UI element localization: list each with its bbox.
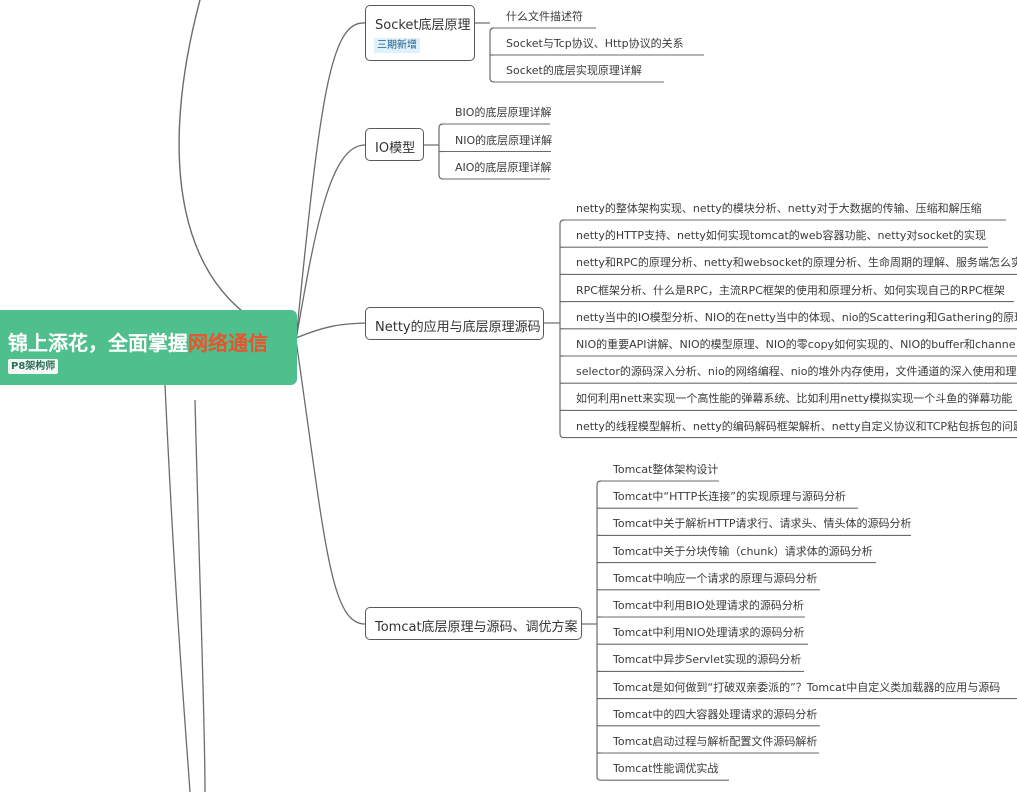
subtopic-item[interactable]: Socket与Tcp协议、Http协议的关系 bbox=[506, 37, 684, 50]
subtopic-item[interactable]: 如何利用nett来实现一个高性能的弹幕系统、比如利用netty模拟实现一个斗鱼的… bbox=[576, 392, 1013, 406]
subtopic-item[interactable]: Tomcat中关于分块传输（chunk）请求体的源码分析 bbox=[613, 544, 873, 558]
connector-line bbox=[295, 339, 366, 625]
connector-line bbox=[194, 399, 206, 792]
topic-io-model[interactable]: IO模型 bbox=[365, 128, 424, 161]
root-title-highlight: 网络通信 bbox=[188, 331, 268, 355]
subtopic-item[interactable]: NIO的重要API讲解、NIO的模型原理、NIO的零copy如何实现的、NIO的… bbox=[576, 338, 1016, 351]
subtopic-item[interactable]: Tomcat中关于解析HTTP请求行、请求头、情头体的源码分析 bbox=[613, 517, 912, 531]
connector-line bbox=[295, 322, 366, 339]
subtopic-item[interactable]: netty的整体架构实现、netty的模块分析、netty对于大数据的传输、压缩… bbox=[576, 202, 982, 215]
connector-line bbox=[295, 144, 366, 341]
subtopic-item[interactable]: Tomcat启动过程与解析配置文件源码解析 bbox=[613, 735, 818, 748]
subtopic-item[interactable]: netty的HTTP支持、netty如何实现tomcat的web容器功能、net… bbox=[576, 229, 986, 243]
subtopic-item[interactable]: Socket的底层实现原理详解 bbox=[506, 64, 642, 77]
root-topic[interactable]: 锦上添花，全面掌握网络通信 P8架构师 bbox=[0, 310, 297, 385]
subtopic-item[interactable]: Tomcat中“HTTP长连接”的实现原理与源码分析 bbox=[613, 490, 846, 504]
subtopic-item[interactable]: Tomcat中利用NIO处理请求的源码分析 bbox=[613, 626, 805, 640]
subtopic-item[interactable]: Tomcat是如何做到“打破双亲委派的”？Tomcat中自定义类加载器的应用与源… bbox=[613, 680, 1001, 694]
subtopic-item[interactable]: AIO的底层原理详解 bbox=[455, 161, 552, 174]
subtopic-item[interactable]: Tomcat性能调优实战 bbox=[613, 762, 719, 776]
subtopic-item[interactable]: Tomcat整体架构设计 bbox=[613, 463, 719, 476]
subtopic-item[interactable]: selector的源码深入分析、nio的网络编程、nio的堆外内存使用，文件通道… bbox=[576, 365, 1017, 379]
subtopic-item[interactable]: Tomcat中的四大容器处理请求的源码分析 bbox=[613, 707, 818, 721]
subtopic-item[interactable]: BIO的底层原理详解 bbox=[455, 106, 552, 119]
connector-line bbox=[438, 123, 444, 180]
topic-tomcat[interactable]: Tomcat底层原理与源码、调优方案 bbox=[365, 607, 582, 640]
topic-tag-label: 三期新增 bbox=[374, 38, 420, 53]
subtopic-item[interactable]: 什么文件描述符 bbox=[506, 10, 583, 23]
subtopic-item[interactable]: netty当中的IO模型分析、NIO的在netty当中的体现、nio的Scatt… bbox=[576, 310, 1017, 324]
topic-label: Netty的应用与底层原理源码 bbox=[375, 320, 541, 335]
connector-line bbox=[295, 22, 366, 341]
root-tag-label: P8架构师 bbox=[8, 359, 59, 374]
subtopic-item[interactable]: RPC框架分析、什么是RPC，主流RPC框架的使用和原理分析、如何实现自己的RP… bbox=[576, 283, 1005, 297]
topic-socket[interactable]: Socket底层原理 三期新增 bbox=[365, 5, 475, 61]
connector-line bbox=[489, 27, 495, 83]
topic-netty[interactable]: Netty的应用与底层原理源码 bbox=[365, 307, 544, 340]
subtopic-item[interactable]: Tomcat中异步Servlet实现的源码分析 bbox=[613, 653, 802, 667]
topic-label: Socket底层原理 bbox=[375, 18, 471, 33]
subtopic-item[interactable]: NIO的底层原理详解 bbox=[455, 133, 553, 147]
subtopic-item[interactable]: netty的线程模型解析、netty的编码解码框架解析、netty自定义协议和T… bbox=[576, 419, 1017, 433]
topic-label: IO模型 bbox=[375, 141, 416, 156]
subtopic-item[interactable]: netty和RPC的原理分析、netty和websocket的原理分析、生命周期… bbox=[576, 256, 1017, 270]
connector-line bbox=[164, 384, 191, 792]
subtopic-item[interactable]: Tomcat中利用BIO处理请求的源码分析 bbox=[613, 599, 804, 612]
connector-line bbox=[178, 0, 297, 341]
subtopic-item[interactable]: Tomcat中响应一个请求的原理与源码分析 bbox=[613, 571, 818, 585]
topic-label: Tomcat底层原理与源码、调优方案 bbox=[375, 620, 578, 635]
root-title: 锦上添花，全面掌握网络通信 bbox=[8, 331, 268, 355]
connector-line bbox=[596, 480, 602, 781]
connector-line bbox=[559, 219, 565, 439]
